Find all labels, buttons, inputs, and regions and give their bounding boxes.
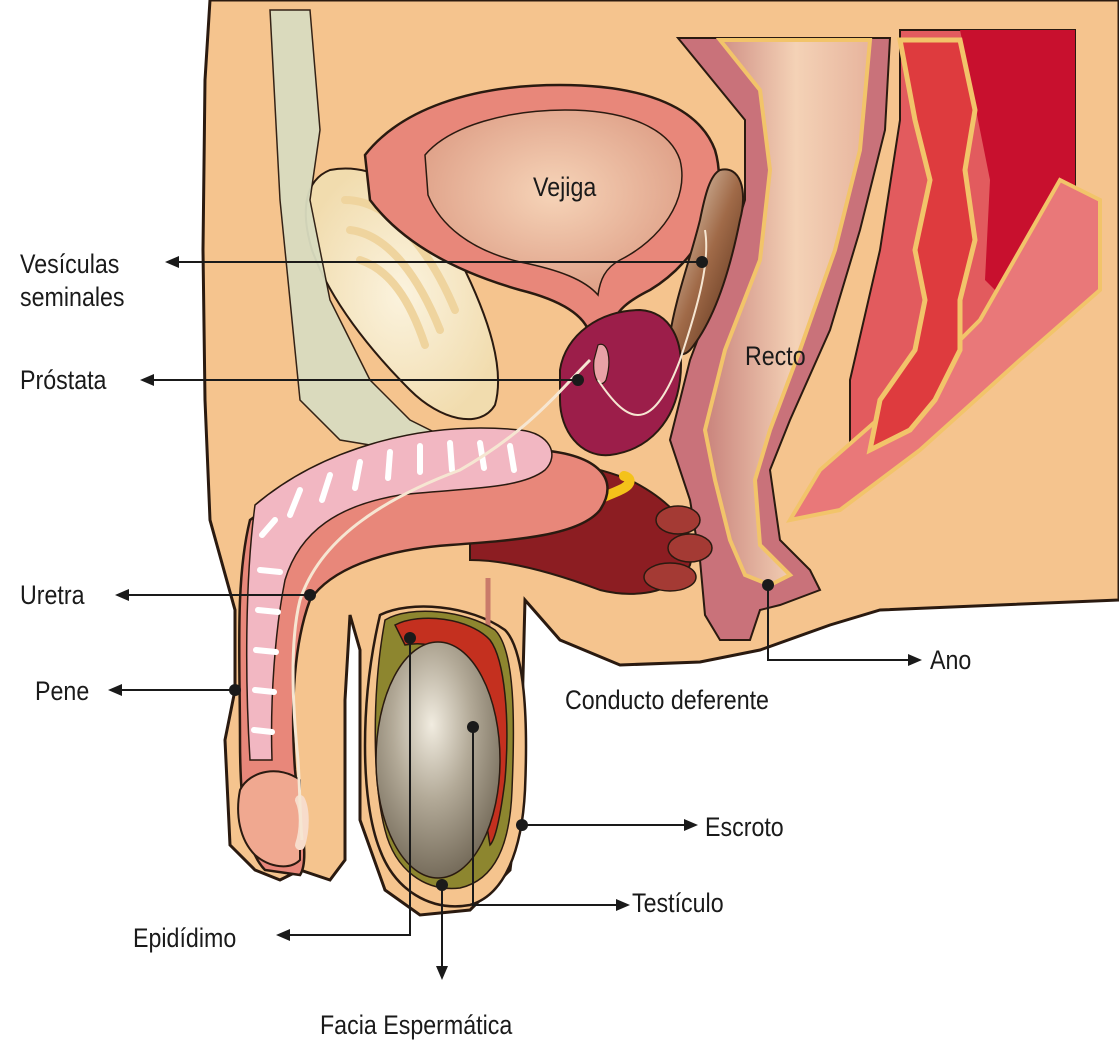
label-vesiculas-line2: seminales: [20, 282, 125, 312]
label-epididimo: Epidídimo: [133, 923, 236, 953]
label-escroto: Escroto: [705, 812, 784, 842]
label-pene: Pene: [35, 676, 89, 706]
label-recto: Recto: [745, 341, 806, 371]
testis: [376, 642, 500, 878]
label-vejiga: Vejiga: [533, 172, 596, 202]
label-uretra: Uretra: [20, 580, 85, 610]
label-vesiculas-line1: Vesículas: [20, 249, 119, 279]
label-conducto-deferente: Conducto deferente: [565, 685, 769, 715]
label-ano: Ano: [930, 645, 971, 675]
label-testiculo: Testículo: [632, 888, 724, 918]
bulb-muscle-1: [656, 506, 700, 534]
label-prostata: Próstata: [20, 365, 106, 395]
label-facia-espermatica: Facia Espermática: [320, 1010, 512, 1040]
bulb-muscle-2: [668, 534, 712, 562]
bulb-muscle-3: [644, 563, 696, 591]
